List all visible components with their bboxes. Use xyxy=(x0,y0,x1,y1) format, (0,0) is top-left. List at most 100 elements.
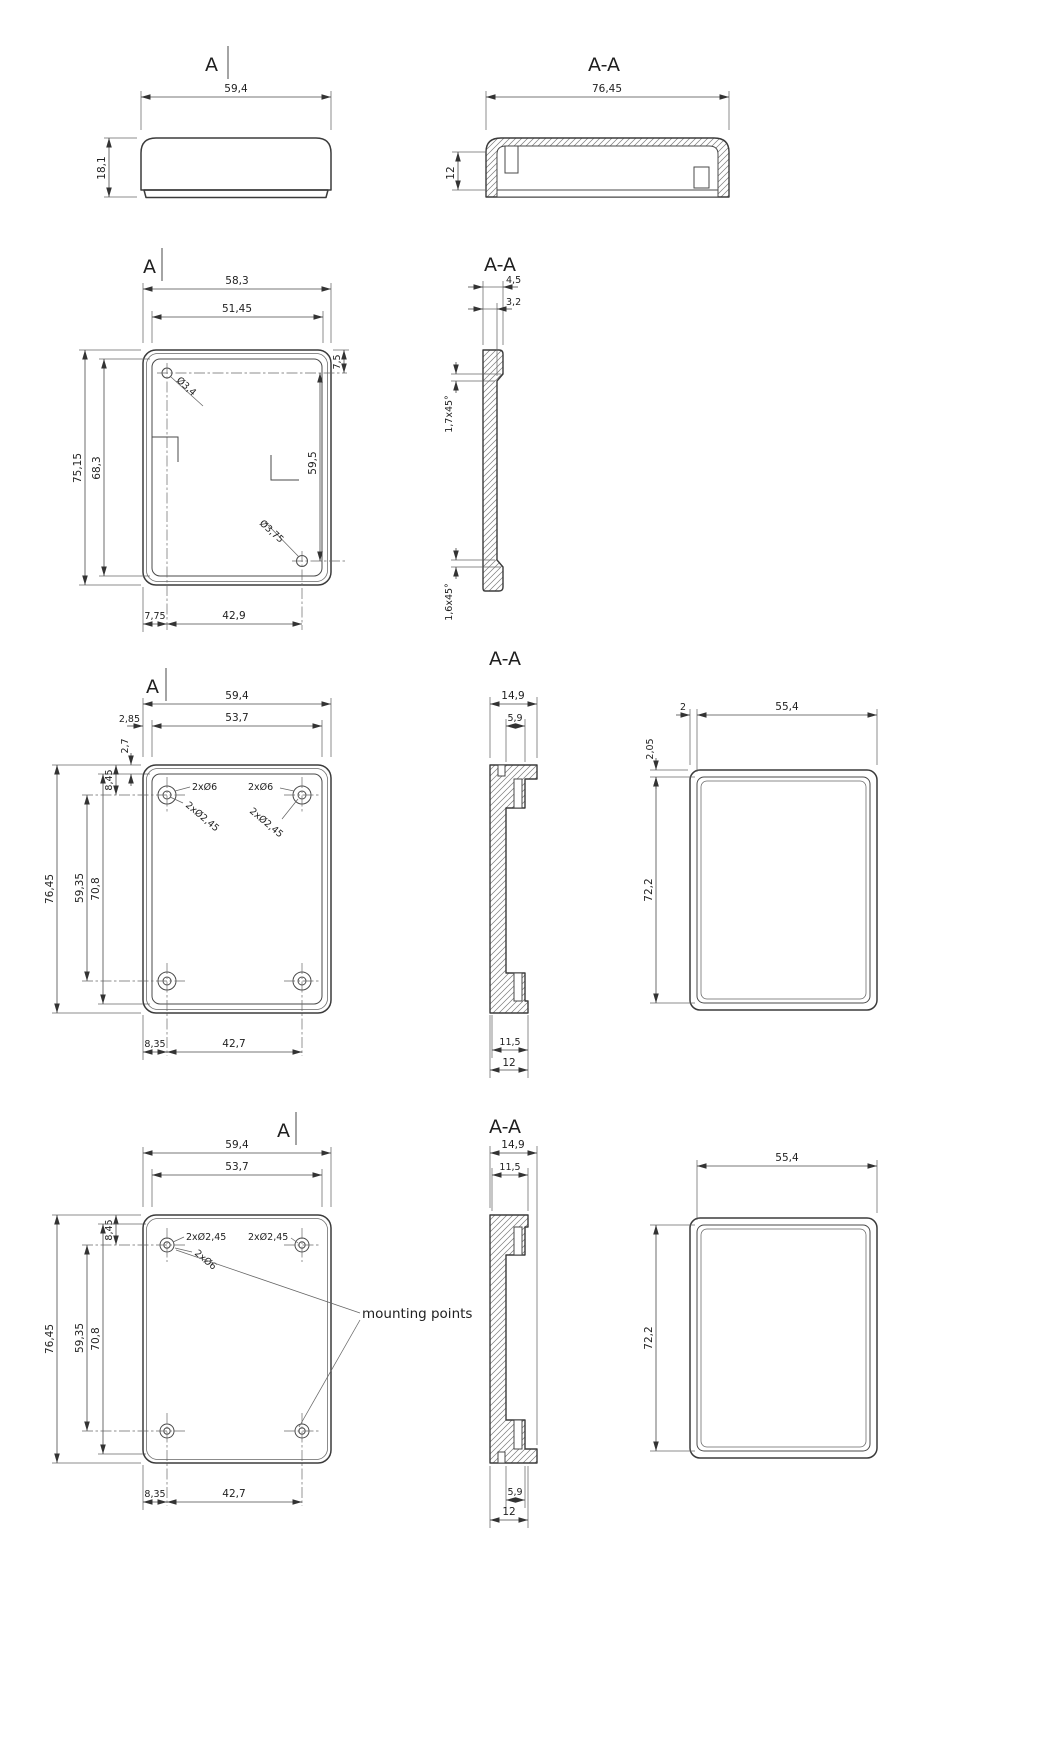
label-hole-right: 2xØ2,45 xyxy=(248,1232,299,1244)
dim-chamfer-top-text: 1,7x45° xyxy=(444,395,455,433)
dim-inner-height: 70,8 xyxy=(90,1223,146,1455)
base-cavity2-outline xyxy=(689,1217,878,1459)
section-view-label: A-A xyxy=(588,54,620,76)
dim-outer-width-text: 59,4 xyxy=(225,690,249,702)
dim-inner-width-text: 55,4 xyxy=(775,701,799,713)
dim-lid-height-text: 18,1 xyxy=(96,156,108,179)
dim-hole-span-v: 59,5 xyxy=(307,373,323,561)
leader-line xyxy=(290,1237,299,1244)
dim-bottom-width: 12 xyxy=(489,1015,528,1078)
dim-wall-top-text: 2,05 xyxy=(645,738,656,759)
dim-wall-top-text: 2,7 xyxy=(120,738,131,753)
boss-hole-top xyxy=(513,1226,523,1256)
dim-hole-top-offset: 8,45 xyxy=(104,765,119,795)
dim-hole-span-h: 42,7 xyxy=(167,1488,302,1505)
dim-lid-width: 59,4 xyxy=(140,83,332,130)
boss-hole-bottom xyxy=(513,972,523,1002)
dim-rim-width: 4,5 xyxy=(468,275,521,345)
dim-wall-width-text: 3,2 xyxy=(506,297,521,308)
dim-hole-top-offset-text: 8,45 xyxy=(104,769,115,790)
view-base-cavity: 2 55,4 2,05 72,2 xyxy=(643,701,878,1011)
mounting-points-text: mounting points xyxy=(362,1306,472,1322)
dim-hole-left-offset: 8,35 xyxy=(142,1465,167,1510)
dim-lid-section-width-text: 76,45 xyxy=(592,83,622,95)
rim-groove xyxy=(497,1451,506,1464)
dim-depth-total: 14,9 xyxy=(489,1139,538,1445)
dim-hole-span-h: 42,9 xyxy=(167,610,302,627)
leader-line xyxy=(279,787,295,792)
lid-section-boss-left xyxy=(504,145,519,174)
label-hole-dia-bottom: Ø3,75 xyxy=(257,518,300,558)
dim-hole-top-offset: 7,5 xyxy=(332,349,349,373)
dim-outer-height: 75,15 xyxy=(72,349,141,586)
label-hole-dia-top: Ø3,4 xyxy=(170,375,204,407)
base-inside-inner-wall xyxy=(151,773,323,1005)
dim-bottom-width-text: 12 xyxy=(502,1057,515,1069)
dim-outer-width-text: 59,4 xyxy=(225,1139,249,1151)
dim-bottom-width-text: 12 xyxy=(502,1506,515,1518)
boss-label-right-text: 2xØ6 xyxy=(248,782,273,793)
dim-lid-section-width: 76,45 xyxy=(485,83,730,130)
dim-lip-width: 11,5 xyxy=(491,1015,529,1078)
dim-hole-left-offset: 7,75 xyxy=(142,587,167,632)
dim-hole-span-h-text: 42,7 xyxy=(222,1488,245,1500)
leader-line xyxy=(264,521,300,558)
section-view-label: A-A xyxy=(484,254,516,276)
dim-inner-width: 55,4 xyxy=(696,1152,878,1220)
dim-inner-height-text: 72,2 xyxy=(643,878,655,901)
base-profile2-hatched xyxy=(489,1214,538,1464)
dim-inner-height-text: 70,8 xyxy=(90,877,102,900)
dim-outer-height-text: 76,45 xyxy=(44,1324,56,1354)
dim-edge-gap: 2,85 xyxy=(119,714,143,729)
leader-line xyxy=(172,1236,185,1243)
dim-outer-width-text: 58,3 xyxy=(225,275,248,287)
view-lid-profile: A-A 4,5 3,2 1,7x45° xyxy=(444,254,521,621)
view-lid-plan: A 58,3 51,45 7,5 xyxy=(72,248,349,632)
dim-outer-height: 76,45 xyxy=(44,1214,141,1464)
dim-lip-width-text: 11,5 xyxy=(499,1037,520,1048)
label-hole-left: 2xØ2,45 xyxy=(172,1232,226,1243)
dim-lid-height: 18,1 xyxy=(96,137,137,198)
hole-dia-bottom-text: Ø3,75 xyxy=(257,518,286,545)
label-boss-right: 2xØ6 xyxy=(248,782,295,793)
dim-boss-width-text: 5,9 xyxy=(507,713,522,724)
dim-hole-span-v-text: 59,35 xyxy=(74,873,86,903)
dim-outer-height: 76,45 xyxy=(44,764,141,1014)
leader-line xyxy=(298,1319,361,1428)
dim-hole-left-offset-text: 8,35 xyxy=(144,1039,165,1050)
leader-line xyxy=(174,1247,193,1253)
dim-inner-height: 70,8 xyxy=(90,774,150,1005)
leader-line xyxy=(169,796,184,804)
dim-inner-width-text: 55,4 xyxy=(775,1152,799,1164)
dim-inner-height: 72,2 xyxy=(643,777,695,1004)
hole-label-left-text: 2xØ2,45 xyxy=(183,800,221,834)
leader-line xyxy=(175,1249,361,1314)
dim-wall: 2 xyxy=(676,702,691,765)
lid-section-boss-right xyxy=(693,166,710,189)
rib-mark-right xyxy=(270,455,299,481)
base-inside-edge-line xyxy=(146,768,328,1010)
base-cavity2-inner-wall xyxy=(696,1224,871,1452)
view-base-inside: A 59,4 53,7 2,85 2,7 8,45 xyxy=(44,668,332,1060)
dim-lid-width-text: 59,4 xyxy=(224,83,248,95)
label-boss-left: 2xØ6 xyxy=(174,782,217,793)
dim-wall-top: 2,05 xyxy=(645,738,695,789)
dim-wall-text: 2 xyxy=(680,702,686,713)
lid-section-cavity xyxy=(496,145,719,198)
dim-boss-width: 5,9 xyxy=(505,713,526,762)
base-cavity2-inner-line xyxy=(700,1228,867,1448)
dim-inner-height: 72,2 xyxy=(643,1224,695,1452)
dim-inner-width: 51,45 xyxy=(151,303,324,343)
section-view-label: A-A xyxy=(489,1116,521,1138)
dim-hole-span-v-text: 59,35 xyxy=(74,1323,86,1353)
leader-line xyxy=(174,786,191,792)
dim-boss-width: 5,9 xyxy=(505,1466,526,1508)
boss-hole-top xyxy=(513,778,523,809)
base-profile-hatched xyxy=(489,764,538,1014)
dim-outer-width: 58,3 xyxy=(142,275,332,343)
annotation-mounting-points: mounting points xyxy=(175,1249,472,1428)
dim-outer-height-text: 75,15 xyxy=(72,453,84,483)
base-cavity-inner-wall xyxy=(696,776,871,1004)
dim-hole-top-offset-text: 8,45 xyxy=(104,1219,115,1240)
